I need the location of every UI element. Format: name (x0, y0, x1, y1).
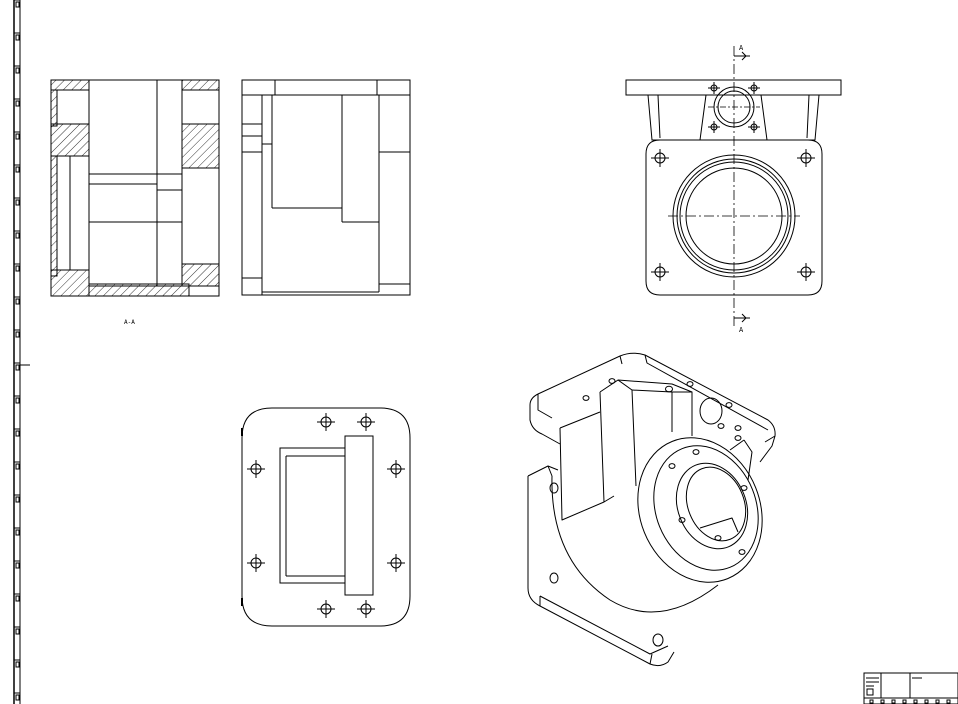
section-marker-bottom: A (739, 326, 744, 334)
ruler-mark (15, 100, 20, 107)
ruler-mark (15, 67, 20, 74)
bolt-hole (651, 149, 669, 167)
bolt-hole (357, 600, 375, 618)
ruler-mark (15, 331, 20, 338)
title-block-cell (902, 699, 907, 704)
bolt-hole (797, 149, 815, 167)
ruler-mark (15, 397, 20, 404)
ruler-mark (15, 661, 20, 668)
border-ruler-ticks (14, 0, 20, 701)
bolt-hole (247, 460, 265, 478)
section-view-label: A-A (124, 319, 135, 326)
ruler-mark (15, 595, 20, 602)
title-block-cell (924, 699, 929, 704)
bolt-hole (748, 82, 760, 94)
ruler-mark (15, 562, 20, 569)
ruler-mark (15, 694, 20, 701)
ruler-mark (15, 133, 20, 140)
title-block-cell (935, 699, 940, 704)
front-view (625, 46, 842, 326)
bolt-hole (387, 554, 405, 572)
ruler-mark (15, 166, 20, 173)
bolt-hole (651, 263, 669, 281)
side-view (241, 79, 411, 296)
title-block-cell (880, 699, 885, 704)
ruler-mark (15, 496, 20, 503)
bolt-hole (708, 82, 720, 94)
section-view (50, 79, 220, 297)
ruler-mark (15, 463, 20, 470)
ruler-mark (15, 298, 20, 305)
bolt-hole (708, 121, 720, 133)
bolt-hole (357, 413, 375, 431)
bolt-hole (748, 121, 760, 133)
bolt-hole (247, 554, 265, 572)
ruler-mark (15, 232, 20, 239)
bolt-hole (317, 413, 335, 431)
ruler-mark (15, 364, 20, 371)
sheet-border (13, 0, 30, 704)
isometric-view (527, 352, 776, 667)
ruler-mark (15, 34, 20, 41)
title-block-cell (913, 699, 918, 704)
bolt-hole (797, 263, 815, 281)
ruler-mark (15, 265, 20, 272)
ruler-mark (15, 1, 20, 8)
title-block (863, 672, 958, 704)
title-block-cell (891, 699, 896, 704)
section-marker-top: A (739, 44, 744, 52)
ruler-mark (15, 628, 20, 635)
ruler-mark (15, 430, 20, 437)
title-block-cell (869, 699, 874, 704)
ruler-mark (15, 529, 20, 536)
title-block-cell (946, 699, 951, 704)
bolt-hole (317, 600, 335, 618)
bolt-hole (387, 460, 405, 478)
ruler-mark (15, 199, 20, 206)
top-view (241, 407, 411, 627)
